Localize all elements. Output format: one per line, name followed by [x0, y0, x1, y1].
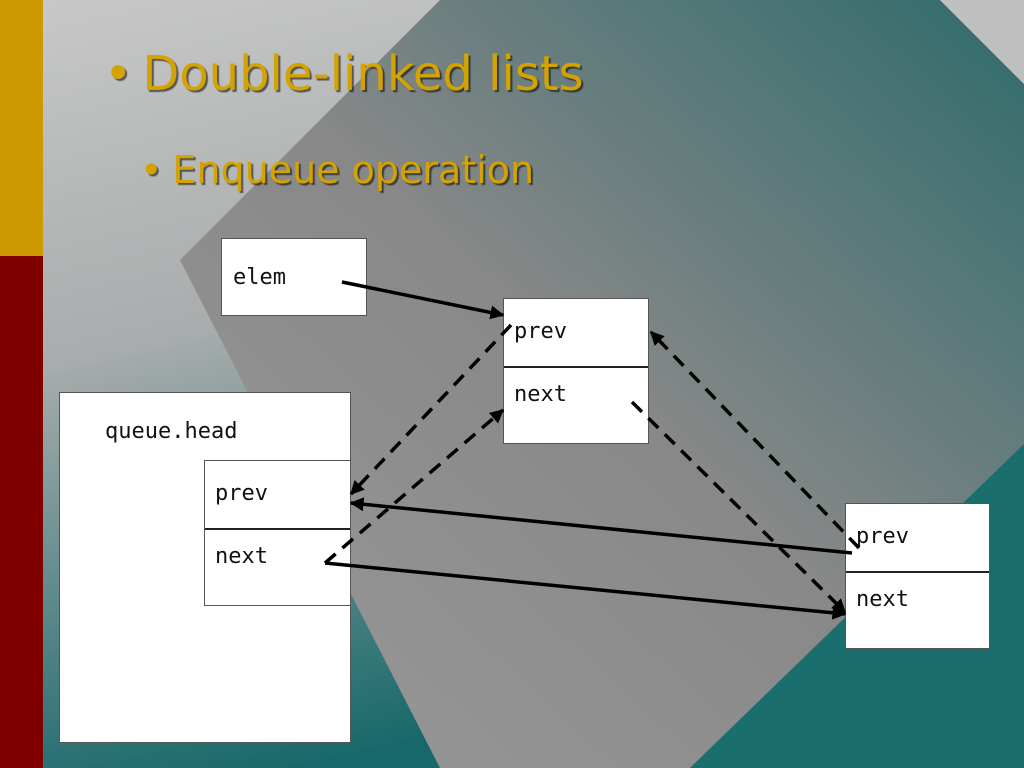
- queue-head-label: queue.head: [105, 419, 238, 444]
- queue-head-prev-label: prev: [215, 481, 268, 506]
- accent-bar-red: [0, 256, 43, 768]
- new-node: prev next: [503, 298, 649, 444]
- background-corner-light: [940, 0, 1024, 84]
- tail-node-next-cell: next: [846, 573, 989, 649]
- slide-title-text: Double-linked lists: [142, 46, 584, 102]
- tail-node-next-label: next: [856, 587, 909, 612]
- bullet-icon: •: [104, 46, 133, 102]
- slide-title: •Double-linked lists: [104, 46, 584, 102]
- queue-head-next-cell: next: [205, 530, 350, 606]
- tail-node: prev next: [845, 503, 990, 649]
- elem-label: elem: [233, 265, 286, 290]
- new-node-next-cell: next: [504, 368, 648, 444]
- queue-head-prev-cell: prev: [205, 461, 350, 530]
- tail-node-prev-cell: prev: [846, 504, 989, 573]
- accent-bar-gold: [0, 0, 43, 256]
- queue-head-node: prev next: [204, 460, 351, 606]
- bullet-icon: •: [140, 148, 163, 192]
- new-node-prev-label: prev: [514, 319, 567, 344]
- new-node-prev-cell: prev: [504, 299, 648, 368]
- slide-subtitle-text: Enqueue operation: [172, 148, 535, 192]
- tail-node-prev-label: prev: [856, 524, 909, 549]
- slide-subtitle: •Enqueue operation: [140, 148, 534, 192]
- elem-box: elem: [221, 238, 367, 316]
- queue-head-next-label: next: [215, 544, 268, 569]
- new-node-next-label: next: [514, 382, 567, 407]
